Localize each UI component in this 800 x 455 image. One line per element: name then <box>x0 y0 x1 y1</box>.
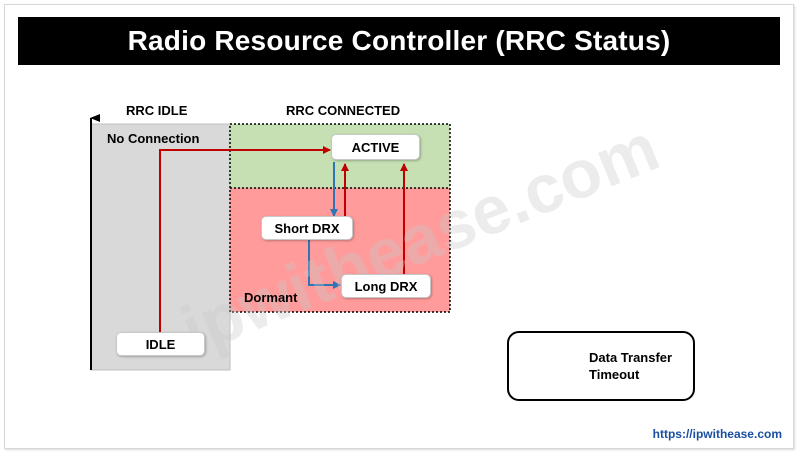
state-long-drx-label: Long DRX <box>354 278 418 294</box>
diagram-title-text: Radio Resource Controller (RRC Status) <box>127 25 671 56</box>
state-active-label: ACTIVE <box>351 139 400 155</box>
state-short-drx: Short DRX <box>261 216 353 240</box>
rrc-connected-label: RRC CONNECTED <box>286 103 401 118</box>
rrc-idle-label: RRC IDLE <box>126 103 188 118</box>
state-idle-label: IDLE <box>145 336 176 352</box>
state-short-drx-label: Short DRX <box>274 220 340 236</box>
connected-boundary <box>229 123 451 313</box>
legend-box <box>507 331 695 401</box>
no-connection-label: No Connection <box>107 131 200 146</box>
dormant-label: Dormant <box>244 290 298 305</box>
legend-timeout-label: Timeout <box>589 367 640 382</box>
footer-url: https://ipwithease.com <box>652 427 782 441</box>
diagram-title: Radio Resource Controller (RRC Status) <box>18 17 780 65</box>
state-long-drx: Long DRX <box>341 274 431 298</box>
arrow-short-drx-to-long-drx <box>308 240 341 289</box>
arrow-idle-to-active <box>159 146 331 338</box>
legend-data-transfer-label: Data Transfer <box>589 350 673 365</box>
state-active: ACTIVE <box>331 134 420 160</box>
state-idle: IDLE <box>116 332 205 356</box>
